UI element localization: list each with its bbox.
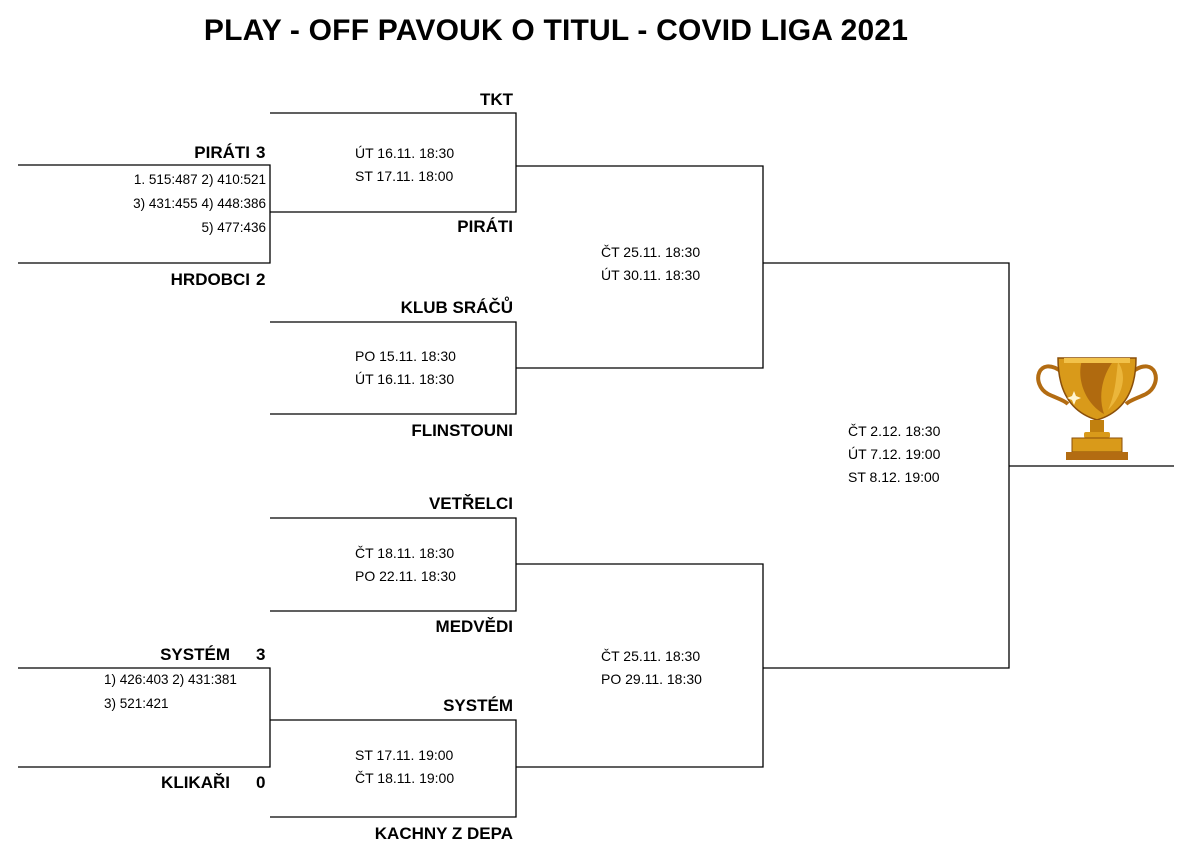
prelim-1-set-line: 5) 477:436 (201, 220, 266, 235)
schedule-line: ST 17.11. 18:00 (355, 168, 454, 184)
prelim-2-loser: KLIKAŘI (161, 773, 230, 792)
qf-2-schedule: PO 15.11. 18:30 ÚT 16.11. 18:30 (355, 345, 456, 391)
qf-2-bottom-team: FLINSTOUNI (411, 421, 513, 440)
schedule-line: ST 8.12. 19:00 (848, 469, 940, 485)
schedule-line: ČT 25.11. 18:30 (601, 244, 701, 260)
qf-1-bottom-team: PIRÁTI (457, 217, 513, 236)
schedule-line: ÚT 16.11. 18:30 (355, 145, 455, 161)
qf-4-bottom-team: KACHNY Z DEPA (374, 824, 513, 843)
prelim-1-winner: PIRÁTI (194, 143, 250, 162)
prelim-2-bracket (18, 667, 271, 768)
schedule-line: ÚT 30.11. 18:30 (601, 267, 701, 283)
schedule-line: ST 17.11. 19:00 (355, 747, 454, 763)
prelim-2-winner: SYSTÉM (160, 645, 230, 664)
qf-2-top-team: KLUB SRÁČŮ (400, 298, 513, 317)
sf-1-schedule: ČT 25.11. 18:30 ÚT 30.11. 18:30 (601, 241, 700, 287)
prelim-1-set-line: 3) 431:455 4) 448:386 (133, 196, 266, 211)
schedule-line: ČT 18.11. 19:00 (355, 770, 455, 786)
prelim-2-loser-score: 0 (256, 773, 266, 792)
qf-3-bottom-team: MEDVĚDI (435, 617, 513, 636)
qf-1-bracket (270, 112, 517, 213)
sf-1-bracket (516, 165, 764, 369)
prelim-1-loser: HRDOBCI (170, 270, 250, 289)
prelim-2-winner-score: 3 (256, 645, 266, 664)
final-schedule: ČT 2.12. 18:30 ÚT 7.12. 19:00 ST 8.12. 1… (848, 420, 940, 489)
prelim-1-sets: 1. 515:487 2) 410:521 3) 431:455 4) 448:… (133, 168, 266, 240)
page-title: PLAY - OFF PAVOUK O TITUL - COVID LIGA 2… (203, 14, 909, 47)
schedule-line: ÚT 16.11. 18:30 (355, 371, 455, 387)
schedule-line: ČT 25.11. 18:30 (601, 648, 701, 664)
schedule-line: PO 29.11. 18:30 (601, 671, 702, 687)
prelim-1-bracket (18, 164, 271, 212)
schedule-line: ČT 2.12. 18:30 (848, 423, 941, 439)
qf-4-schedule: ST 17.11. 19:00 ČT 18.11. 19:00 (355, 744, 454, 790)
prelim-1-bracket-bottom (18, 212, 271, 264)
prelim-2-set-line: 3) 521:421 (104, 696, 169, 711)
prelim-2-set-line: 1) 426:403 2) 431:381 (104, 672, 237, 687)
qf-1-schedule: ÚT 16.11. 18:30 ST 17.11. 18:00 (355, 142, 454, 188)
qf-3-top-team: VETŘELCI (428, 494, 513, 513)
sf-2-schedule: ČT 25.11. 18:30 PO 29.11. 18:30 (601, 645, 702, 691)
schedule-line: ČT 18.11. 18:30 (355, 545, 455, 561)
qf-4-top-team: SYSTÉM (443, 696, 513, 715)
qf-1-top-team: TKT (479, 90, 513, 109)
schedule-line: PO 15.11. 18:30 (355, 348, 456, 364)
qf-4-bracket (270, 719, 517, 818)
prelim-2-sets: 1) 426:403 2) 431:381 3) 521:421 (104, 668, 237, 716)
prelim-1-loser-score: 2 (256, 270, 266, 289)
prelim-1-winner-score: 3 (256, 143, 266, 162)
qf-3-schedule: ČT 18.11. 18:30 PO 22.11. 18:30 (355, 542, 456, 588)
sf-2-bracket (516, 563, 764, 768)
trophy-icon (1036, 357, 1158, 460)
schedule-line: ÚT 7.12. 19:00 (848, 446, 941, 462)
schedule-line: PO 22.11. 18:30 (355, 568, 456, 584)
prelim-1-set-line: 1. 515:487 2) 410:521 (133, 172, 266, 187)
